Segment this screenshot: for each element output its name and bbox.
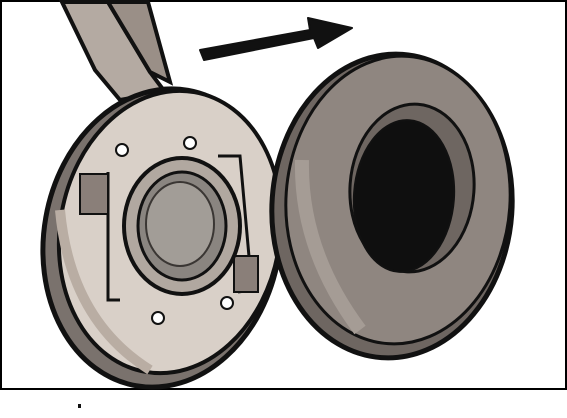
screw-hole-icon (221, 297, 233, 309)
right-clip (234, 256, 258, 292)
left-clip (80, 174, 108, 214)
screw-hole-icon (116, 144, 128, 156)
speck (78, 404, 81, 408)
screw-hole-icon (152, 312, 164, 324)
screw-hole-icon (184, 137, 196, 149)
driver-cone (146, 182, 214, 266)
